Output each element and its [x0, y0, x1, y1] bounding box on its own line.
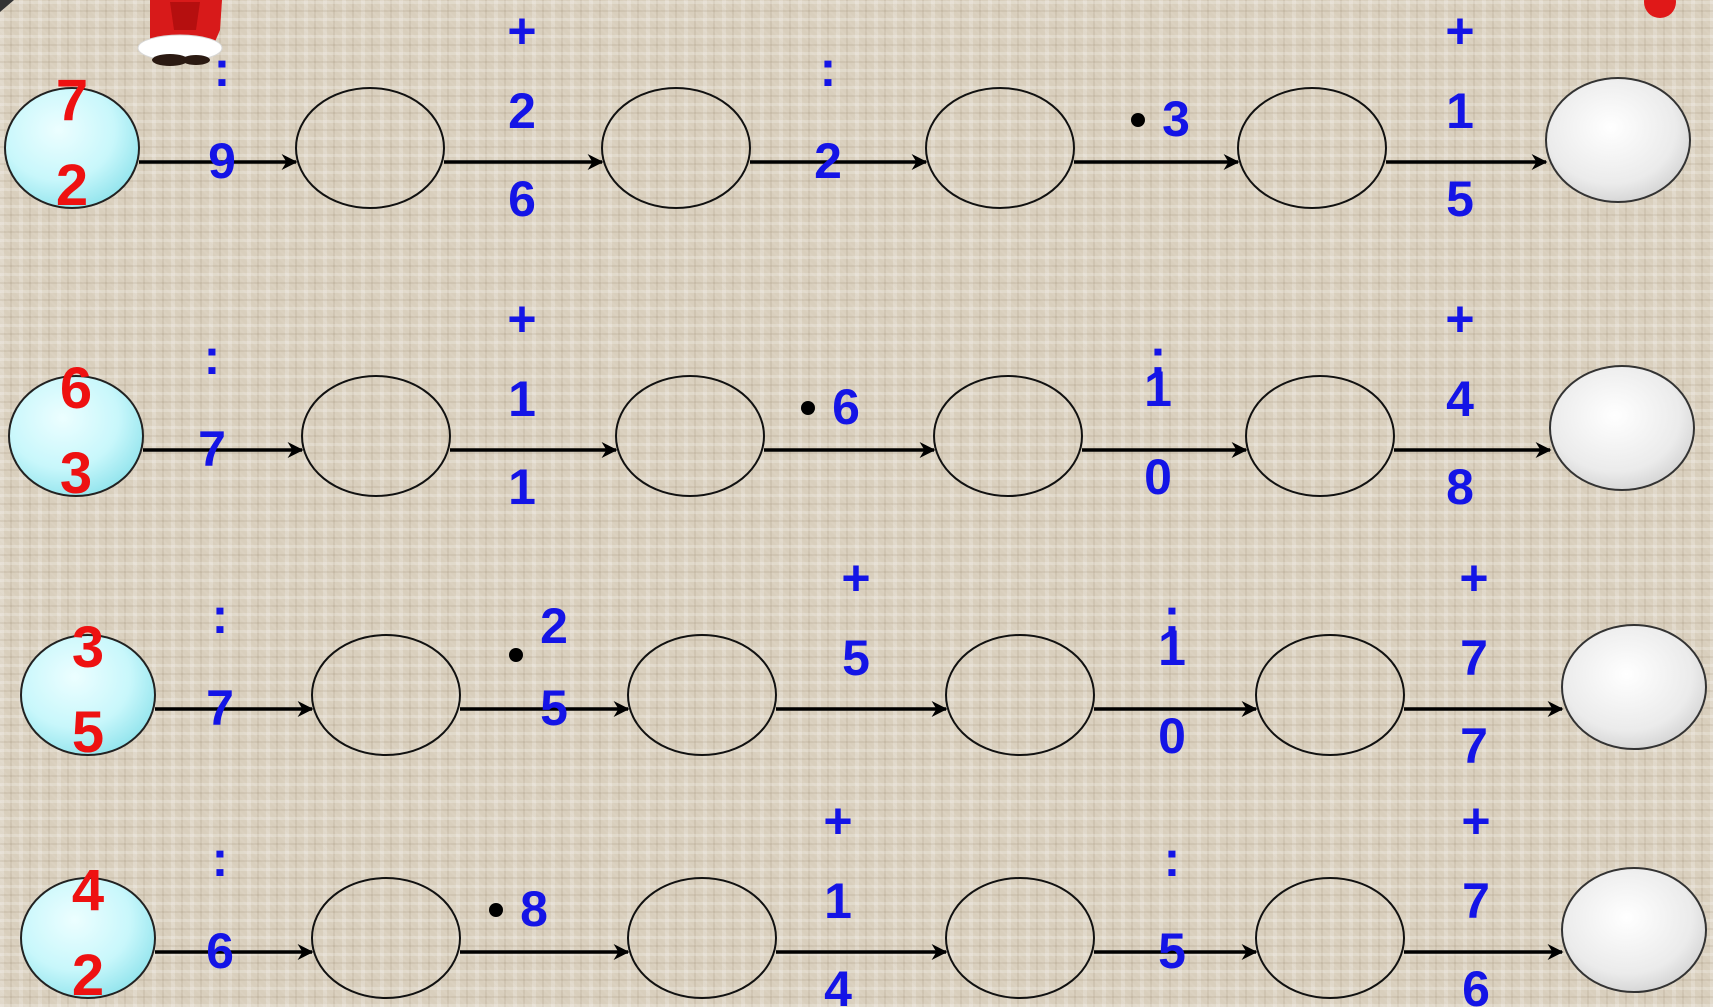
- operand-digit: 7: [206, 680, 234, 736]
- answer-circle[interactable]: [295, 87, 445, 209]
- answer-circle[interactable]: [615, 375, 765, 497]
- operand-digit: 6: [1462, 961, 1490, 1007]
- operand-digit: 8: [1446, 459, 1474, 515]
- operand-digit: 0: [1144, 449, 1172, 505]
- answer-circle[interactable]: [925, 87, 1075, 209]
- operand-digit: 5: [540, 680, 568, 736]
- plus-sign: +: [507, 3, 536, 59]
- answer-circle[interactable]: [1237, 87, 1387, 209]
- answer-circle[interactable]: [945, 634, 1095, 756]
- multiply-dot: [509, 648, 523, 662]
- operand-digit: 4: [824, 961, 852, 1007]
- answer-circle[interactable]: [1245, 375, 1395, 497]
- answer-circle[interactable]: [945, 877, 1095, 999]
- operand-digit: 1: [1446, 83, 1474, 139]
- start-number-digit: 2: [56, 153, 88, 218]
- corner-arrow-icon: [0, 0, 14, 12]
- answer-circle[interactable]: [1255, 877, 1405, 999]
- operand-digit: 2: [814, 133, 842, 189]
- operand-digit: 2: [540, 598, 568, 654]
- answer-circle[interactable]: [627, 877, 777, 999]
- plus-sign: +: [507, 291, 536, 347]
- operand-digit: 6: [508, 171, 536, 227]
- start-number-digit: 2: [72, 943, 104, 1007]
- answer-circle[interactable]: [311, 634, 461, 756]
- chain-row: 4 2: 6 8 +1 4: 5 +7 6: [20, 793, 1707, 1007]
- start-number-digit: 3: [60, 441, 92, 506]
- operand-digit: 5: [842, 630, 870, 686]
- multiply-dot: [1131, 113, 1145, 127]
- red-ball-icon: [1644, 0, 1676, 18]
- operand-digit: 1: [508, 371, 536, 427]
- multiply-dot: [801, 401, 815, 415]
- final-answer-circle[interactable]: [1561, 867, 1707, 993]
- final-answer-circle[interactable]: [1545, 77, 1691, 203]
- start-circle: [20, 634, 156, 756]
- operand-digit: 1: [1158, 620, 1186, 676]
- operand-digit: 5: [1158, 923, 1186, 979]
- plus-sign: +: [823, 793, 852, 849]
- chain-row: 63:7+116:10+48: [8, 291, 1695, 515]
- start-number-digit: 5: [72, 700, 104, 765]
- operand-digit: 4: [1446, 371, 1474, 427]
- plus-sign: +: [1461, 793, 1490, 849]
- start-circle: [4, 87, 140, 209]
- final-answer-circle[interactable]: [1549, 365, 1695, 491]
- colon-sign: :: [212, 831, 229, 887]
- answer-circle[interactable]: [601, 87, 751, 209]
- colon-sign: :: [1150, 329, 1167, 385]
- final-answer-circle[interactable]: [1561, 624, 1707, 750]
- start-number-digit: 4: [72, 858, 104, 923]
- operand-digit: 1: [824, 873, 852, 929]
- answer-circle[interactable]: [627, 634, 777, 756]
- operand-digit: 7: [1460, 718, 1488, 774]
- operand-digit: 9: [208, 133, 236, 189]
- operand-digit: 0: [1158, 708, 1186, 764]
- colon-sign: :: [1164, 831, 1181, 887]
- operand-digit: 1: [508, 459, 536, 515]
- answer-circle[interactable]: [301, 375, 451, 497]
- colon-sign: :: [204, 329, 221, 385]
- plus-sign: +: [1459, 550, 1488, 606]
- answer-circle[interactable]: [311, 877, 461, 999]
- plus-sign: +: [1445, 291, 1474, 347]
- start-circle: [20, 877, 156, 999]
- start-number-digit: 3: [72, 615, 104, 680]
- multiply-dot: [489, 903, 503, 917]
- start-number-digit: 6: [60, 356, 92, 421]
- operand-digit: 7: [1462, 873, 1490, 929]
- operand-digit: 6: [832, 379, 860, 435]
- plus-sign: +: [1445, 3, 1474, 59]
- operand-digit: 3: [1162, 91, 1190, 147]
- answer-circle[interactable]: [1255, 634, 1405, 756]
- santa-figure-icon: [137, 0, 223, 66]
- start-circle: [8, 375, 144, 497]
- operand-digit: 5: [1446, 171, 1474, 227]
- operand-digit: 8: [520, 881, 548, 937]
- operand-digit: 7: [198, 421, 226, 477]
- operand-digit: 2: [508, 83, 536, 139]
- chain-row: 7 2: 9 +2 6: 2 3 +1 5: [4, 3, 1691, 227]
- colon-sign: :: [1164, 588, 1181, 644]
- operand-digit: 6: [206, 923, 234, 979]
- chain-row: 35:725+5:10+77: [20, 550, 1707, 774]
- operand-digit: 7: [1460, 630, 1488, 686]
- chains: 72:9+26:23+1563:7+116:10+4835:725+5:10+7…: [4, 3, 1707, 1007]
- colon-sign: :: [214, 41, 231, 97]
- colon-sign: :: [212, 588, 229, 644]
- answer-circle[interactable]: [933, 375, 1083, 497]
- plus-sign: +: [841, 550, 870, 606]
- start-number-digit: 7: [56, 68, 88, 133]
- operand-digit: 1: [1144, 361, 1172, 417]
- colon-sign: :: [820, 41, 837, 97]
